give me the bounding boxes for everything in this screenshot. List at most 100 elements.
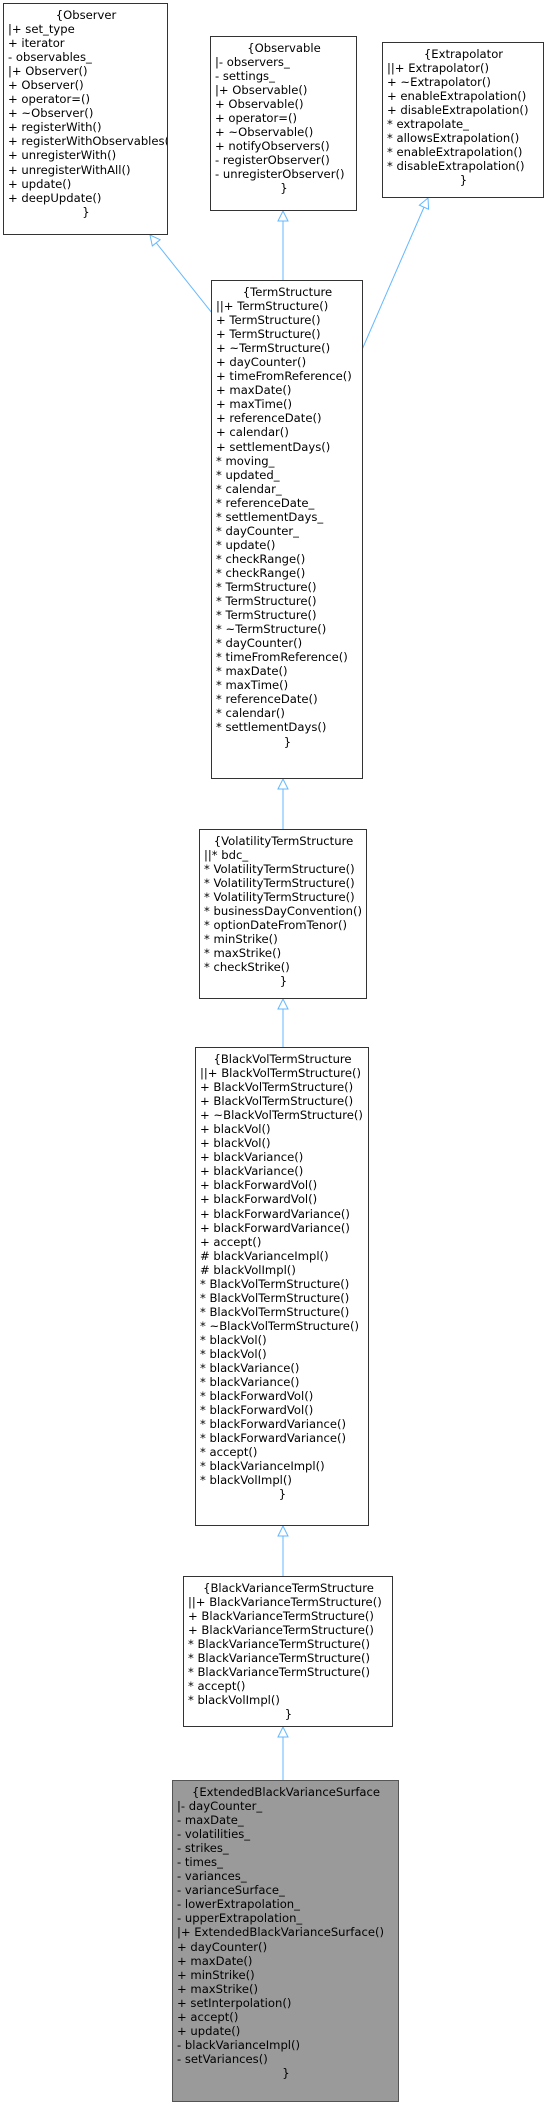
class-member: * blackVariance() — [200, 1361, 300, 1376]
class-closing-brace: } — [283, 734, 292, 749]
class-member: - setVariances() — [177, 2051, 268, 2066]
class-member: * VolatilityTermStructure() — [204, 890, 355, 905]
class-member: ||+ TermStructure() — [216, 299, 329, 314]
class-member: * moving_ — [216, 453, 275, 468]
class-member: + Observable() — [215, 97, 304, 112]
class-member: * blackVolImpl() — [188, 1693, 280, 1708]
class-member: - lowerExtrapolation_ — [177, 1897, 300, 1912]
class-box-termstructure[interactable]: {TermStructure||+ TermStructure() + TermS… — [211, 280, 363, 779]
class-member: + ~Observer() — [8, 106, 94, 121]
class-member: * maxDate() — [216, 664, 288, 679]
class-member: - unregisterObserver() — [215, 167, 345, 182]
class-box-volatilitytermstructure[interactable]: {VolatilityTermStructure||* bdc_* Volati… — [199, 829, 367, 999]
class-title: {TermStructure — [242, 285, 333, 299]
class-member: ||+ BlackVolTermStructure() — [200, 1066, 362, 1081]
class-member: - volatilities_ — [177, 1827, 251, 1842]
class-member: |- observers_ — [215, 55, 290, 70]
class-box-observer[interactable]: {Observer|+ set_type+ iterator- observab… — [3, 3, 168, 235]
class-member: + setInterpolation() — [177, 1995, 292, 2010]
class-member: * timeFromReference() — [216, 650, 348, 665]
class-member: + maxTime() — [216, 397, 293, 412]
class-title: {BlackVarianceTermStructure — [203, 1581, 374, 1595]
class-box-extendedblackvariancesurface[interactable]: {ExtendedBlackVarianceSurface|- dayCount… — [172, 1780, 399, 2102]
class-member: |+ set_type — [8, 22, 75, 37]
class-member: * BlackVarianceTermStructure() — [188, 1651, 371, 1666]
class-member: * BlackVolTermStructure() — [200, 1304, 350, 1319]
class-member: - upperExtrapolation_ — [177, 1911, 303, 1926]
class-member: + enableExtrapolation() — [387, 89, 527, 104]
class-member: - settings_ — [215, 69, 275, 84]
class-member: * allowsExtrapolation() — [387, 131, 520, 146]
class-member: + deepUpdate() — [8, 190, 102, 205]
class-member: * checkRange() — [216, 551, 306, 566]
class-member: * blackForwardVol() — [200, 1403, 314, 1418]
class-member: + timeFromReference() — [216, 369, 352, 384]
class-member: + registerWith() — [8, 120, 102, 135]
class-member: + dayCounter() — [177, 1939, 268, 1954]
class-member: * BlackVolTermStructure() — [200, 1276, 350, 1291]
class-member: + operator=() — [215, 111, 298, 126]
class-member: + update() — [8, 176, 72, 191]
class-member: * blackVolImpl() — [200, 1473, 292, 1488]
class-member: + blackForwardVol() — [200, 1192, 318, 1207]
class-member: * blackVariance() — [200, 1375, 300, 1390]
class-member: + referenceDate() — [216, 411, 322, 426]
class-title: {Observer — [55, 8, 117, 22]
class-member: * ~TermStructure() — [216, 622, 327, 637]
class-member: * maxTime() — [216, 678, 289, 693]
class-member: # blackVarianceImpl() — [200, 1248, 329, 1263]
class-member: - registerObserver() — [215, 153, 330, 168]
class-member: + BlackVolTermStructure() — [200, 1080, 354, 1095]
class-member: * VolatilityTermStructure() — [204, 862, 355, 877]
class-member: |+ Observer() — [8, 64, 88, 79]
class-member: * updated_ — [216, 467, 280, 482]
class-member: + TermStructure() — [216, 327, 321, 342]
class-member: ||+ BlackVarianceTermStructure() — [188, 1595, 382, 1610]
class-title: {Extrapolator — [423, 47, 504, 61]
class-member: + disableExtrapolation() — [387, 103, 529, 118]
class-closing-brace: } — [279, 974, 288, 989]
class-member: * BlackVarianceTermStructure() — [188, 1637, 371, 1652]
class-member: + operator=() — [8, 92, 91, 107]
class-member: + update() — [177, 2023, 241, 2038]
class-member: * update() — [216, 537, 276, 552]
class-member: |- dayCounter_ — [177, 1799, 263, 1814]
class-member: * accept() — [200, 1445, 258, 1460]
class-member: - varianceSurface_ — [177, 1883, 285, 1898]
class-member: * optionDateFromTenor() — [204, 918, 348, 933]
class-member: * BlackVarianceTermStructure() — [188, 1665, 371, 1680]
class-member: + settlementDays() — [216, 439, 331, 454]
class-member: * extrapolate_ — [387, 117, 469, 132]
class-member: + ~TermStructure() — [216, 341, 331, 356]
class-member: - strikes_ — [177, 1841, 229, 1856]
class-member: * TermStructure() — [216, 579, 317, 594]
class-member: - variances_ — [177, 1869, 247, 1884]
class-member: |+ Observable() — [215, 83, 308, 98]
class-member: * settlementDays_ — [216, 509, 324, 524]
class-closing-brace: } — [82, 204, 90, 219]
class-member: * checkStrike() — [204, 960, 290, 975]
class-member: + calendar() — [216, 425, 289, 440]
class-member: + ~Extrapolator() — [387, 75, 491, 90]
class-member: * referenceDate_ — [216, 495, 315, 510]
class-member: + iterator — [8, 36, 65, 51]
class-member: + registerWithObservables() — [8, 134, 168, 149]
class-member: - blackVarianceImpl() — [177, 2037, 301, 2052]
class-member: # blackVolImpl() — [200, 1262, 296, 1277]
class-closing-brace: } — [280, 181, 288, 196]
class-closing-brace: } — [278, 1487, 287, 1502]
class-box-observable[interactable]: {Observable|- observers_- settings_|+ Ob… — [210, 36, 357, 211]
class-closing-brace: } — [459, 173, 468, 188]
class-member: * blackForwardVariance() — [200, 1417, 347, 1432]
class-member: ||+ Extrapolator() — [387, 61, 490, 76]
class-member: * TermStructure() — [216, 594, 317, 609]
class-box-blackvariancetermstructure[interactable]: {BlackVarianceTermStructure||+ BlackVari… — [183, 1576, 393, 1727]
class-member: + blackVol() — [200, 1136, 271, 1151]
class-box-blackvoltermstructure[interactable]: {BlackVolTermStructure||+ BlackVolTermSt… — [195, 1047, 369, 1526]
class-member: * accept() — [188, 1679, 246, 1694]
class-box-extrapolator[interactable]: {Extrapolator||+ Extrapolator()+ ~Extrap… — [382, 42, 544, 198]
class-member: + minStrike() — [177, 1967, 255, 1982]
class-member: + unregisterWithAll() — [8, 162, 131, 177]
class-member: * enableExtrapolation() — [387, 145, 523, 160]
